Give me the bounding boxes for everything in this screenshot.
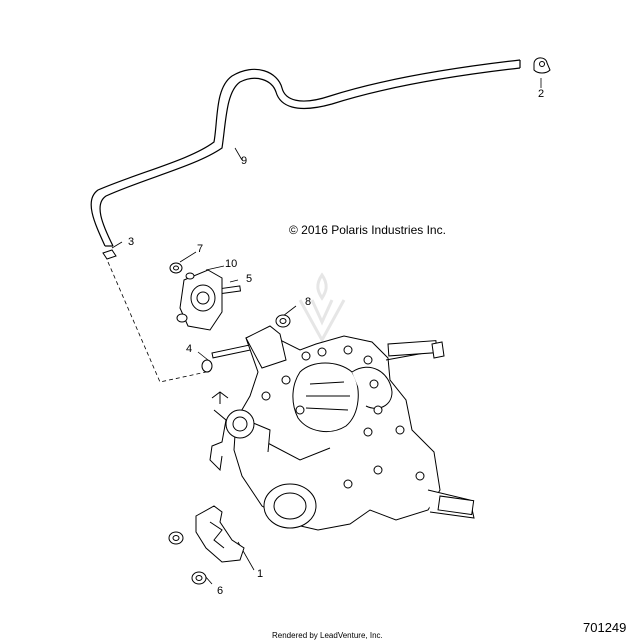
callout-4: 4 [186,343,193,355]
flange-nut-7 [169,262,183,274]
callout-3: 3 [128,236,135,248]
figure-number: 701249 [583,620,627,635]
vent-hose [90,59,521,247]
hose-fitting [102,249,117,260]
flange-nut-8 [275,314,291,328]
callout-2: 2 [538,88,545,100]
callout-5: 5 [246,273,253,285]
sensor-assembly [176,269,223,331]
gearcase-housing [233,325,475,531]
callout-1: 1 [257,568,264,580]
watermark-logo [298,272,346,344]
rendered-by-credit: Rendered by LeadVenture, Inc. [272,631,383,640]
callout-6: 6 [217,585,224,597]
mount-bracket [195,505,245,563]
shift-actuator [209,391,255,472]
bolt-lower [168,531,184,545]
flange-nut-6 [191,571,207,585]
housing-bolts [261,345,425,489]
hose-clip [533,57,551,74]
callout-7: 7 [197,243,204,255]
bolt-4 [201,344,253,373]
callout-9: 9 [241,155,248,167]
copyright-text: © 2016 Polaris Industries Inc. [289,223,446,237]
route-dashed-line [107,261,207,383]
callout-10: 10 [225,258,238,270]
callout-8: 8 [305,296,312,308]
